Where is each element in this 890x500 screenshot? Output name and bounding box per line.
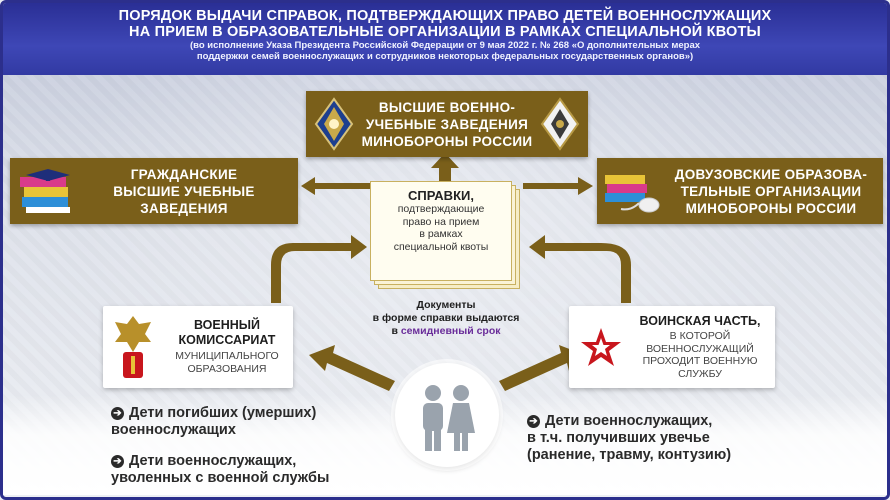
unit-title: ВОИНСКАЯ ЧАСТЬ, [639,314,761,328]
note-line-3-prefix: в [391,325,401,337]
military-commissariat-card: ВОЕННЫЙ КОМИССАРИАТ МУНИЦИПАЛЬНОГО ОБРАЗ… [103,306,293,388]
commissariat-text-1: МУНИЦИПАЛЬНОГО [175,350,279,362]
arrow-to-commissariat [309,345,395,391]
military-unit-card: ВОИНСКАЯ ЧАСТЬ, В КОТОРОЙ ВОЕННОСЛУЖАЩИЙ… [569,306,775,388]
note-line-2: в форме справки выдаются [372,312,520,324]
arrow-bullet-icon: ➔ [111,455,124,468]
flow-arrows [271,153,631,391]
pre-university-box: ДОВУЗОВСКИЕ ОБРАЗОВА- ТЕЛЬНЫЕ ОРГАНИЗАЦИ… [597,158,883,224]
arrow-left-loop [271,235,367,303]
category-deceased: ➔ Дети погибших (умерших) военнослужащих [111,405,316,439]
subtitle-line-1: (во исполнение Указа Президента Российск… [189,40,701,51]
certificate-text-3: в рамках [419,228,463,240]
category-injured-line-1: Дети военнослужащих, [545,413,713,429]
certificate-stack: СПРАВКИ, подтверждающие право на прием в… [370,181,520,291]
category-deceased-line-2: военнослужащих [111,422,236,438]
certificate-sheet-front: СПРАВКИ, подтверждающие право на прием в… [370,181,512,281]
arrow-to-right [523,177,593,195]
unit-text-2: ВОЕННОСЛУЖАЩИЙ [646,342,754,355]
arrow-to-unit [499,345,585,391]
unit-text-1: В КОТОРОЙ [669,330,731,342]
red-star-icon [581,328,621,366]
title-line-1: ПОРЯДОК ВЫДАЧИ СПРАВОК, ПОДТВЕРЖДАЮЩИХ П… [118,8,772,24]
category-discharged-line-2: уволенных с военной службы [111,470,330,486]
certificate-title: СПРАВКИ, [408,188,474,203]
arrow-bullet-icon: ➔ [527,415,540,428]
certificate-text-2: право на прием [402,215,480,228]
books-icon [20,169,70,213]
military-universities-box: ВЫСШИЕ ВОЕННО- УЧЕБНЫЕ ЗАВЕДЕНИЯ МИНОБОР… [306,91,588,157]
arrow-to-left [301,177,370,195]
left-box-line-2: ВЫСШИЕ УЧЕБНЫЕ [113,183,255,199]
category-discharged: ➔ Дети военнослужащих, уволенных с военно… [111,453,329,487]
top-box-line-2: УЧЕБНЫЕ ЗАВЕДЕНИЯ [365,116,529,132]
unit-text-4: СЛУЖБУ [678,367,722,380]
note-line-1: Документы [416,299,476,311]
left-box-line-3: ЗАВЕДЕНИЯ [140,200,228,216]
books-mouse-icon [605,175,660,213]
people-circle [395,363,499,467]
subtitle-line-2: поддержки семей военнослужащих и сотрудн… [196,51,694,62]
left-box-line-1: ГРАЖДАНСКИЕ [130,166,238,182]
commissariat-emblem-icon [115,316,151,378]
arrow-bullet-icon: ➔ [111,407,124,420]
top-box-line-1: ВЫСШИЕ ВОЕННО- [378,99,516,115]
header: ПОРЯДОК ВЫДАЧИ СПРАВОК, ПОДТВЕРЖДАЮЩИХ П… [3,3,887,75]
category-injured: ➔ Дети военнослужащих, в т.ч. получивших … [527,413,731,464]
certificate-text-1: подтверждающие [397,203,485,215]
civil-universities-box: ГРАЖДАНСКИЕ ВЫСШИЕ УЧЕБНЫЕ ЗАВЕДЕНИЯ [10,158,298,224]
right-box-line-1: ДОВУЗОВСКИЕ ОБРАЗОВА- [674,166,868,182]
university-emblem-left-icon [314,97,354,151]
arrow-right-loop [529,235,631,303]
right-box-line-2: ТЕЛЬНЫЕ ОРГАНИЗАЦИИ [680,183,862,199]
children-icon [423,385,475,451]
note-line-3: в семидневный срок [341,325,551,338]
category-injured-line-2: в т.ч. получивших увечье [527,430,710,446]
category-injured-line-3: (ранение, травму, контузию) [527,447,732,463]
category-deceased-line-1: Дети погибших (умерших) [129,405,317,421]
note-deadline: семидневный срок [400,325,501,337]
right-box-line-3: МИНОБОРОНЫ РОССИИ [685,200,857,216]
commissariat-title-1: ВОЕННЫЙ [193,318,261,332]
category-discharged-line-1: Дети военнослужащих, [129,453,297,469]
unit-text-3: ПРОХОДИТ ВОЕННУЮ [642,355,758,367]
commissariat-title-2: КОМИССАРИАТ [178,333,276,347]
certificate-text-4: специальной квоты [393,240,489,253]
arrow-to-top [431,153,459,181]
university-emblem-right-icon [540,97,580,151]
commissariat-text-2: ОБРАЗОВАНИЯ [187,362,267,375]
title-line-2: НА ПРИЕМ В ОБРАЗОВАТЕЛЬНЫЕ ОРГАНИЗАЦИИ В… [129,24,761,40]
top-box-line-3: МИНОБОРОНЫ РОССИИ [361,133,533,149]
issuance-note: Документы в форме справки выдаются в сем… [341,299,551,338]
